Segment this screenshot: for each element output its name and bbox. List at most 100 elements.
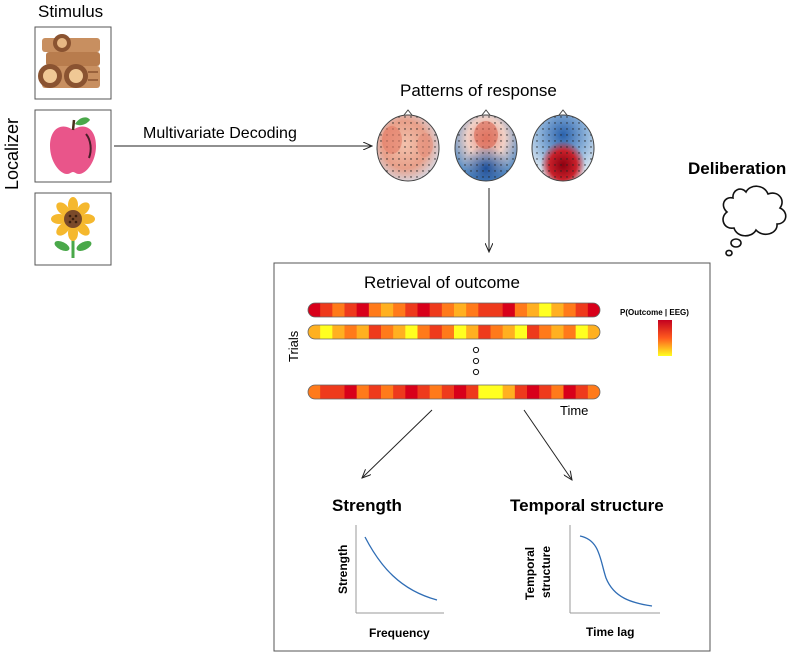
logs-icon: [38, 34, 100, 88]
heat-stripe: [368, 325, 382, 339]
heat-stripe: [356, 325, 370, 339]
decoding-label: Multivariate Decoding: [143, 125, 297, 142]
localizer-label: Localizer: [2, 118, 22, 190]
heat-stripe: [490, 303, 504, 317]
heat-stripe: [490, 325, 504, 339]
temporal-curve: [579, 535, 653, 607]
topomap-3: [531, 109, 595, 182]
strength-curve: [364, 536, 438, 601]
heat-stripe: [575, 303, 589, 317]
heat-stripe: [405, 385, 419, 399]
temporal-title: Temporal structure: [510, 496, 664, 515]
heat-stripe: [308, 385, 321, 399]
heat-stripe: [308, 325, 321, 339]
heat-stripe: [320, 385, 333, 399]
heat-stripe: [393, 303, 406, 317]
time-label: Time: [560, 403, 588, 418]
strength-plot: [355, 525, 444, 614]
heat-stripe: [466, 303, 479, 317]
heat-stripe: [356, 303, 370, 317]
heat-stripe: [381, 303, 394, 317]
heat-stripe: [587, 325, 600, 339]
heat-stripe: [405, 325, 419, 339]
heat-stripe: [417, 303, 431, 317]
topomap-1: [376, 109, 440, 182]
heat-stripe: [320, 303, 333, 317]
heat-stripe: [478, 325, 492, 339]
heat-stripe: [356, 385, 370, 399]
temporal-xlabel: Time lag: [586, 625, 634, 639]
colorbar-label: P(Outcome | EEG): [620, 308, 689, 317]
stimulus-sunflower: [34, 192, 112, 266]
strength-title: Strength: [332, 496, 402, 515]
heat-stripe: [478, 303, 492, 317]
to-temporal-arrow: [523, 409, 572, 480]
heat-stripe: [344, 385, 358, 399]
trials-label: Trials: [286, 330, 301, 362]
heat-stripe: [539, 385, 552, 399]
heat-stripe: [502, 303, 516, 317]
strength-xlabel: Frequency: [369, 626, 430, 640]
heat-stripe: [332, 385, 346, 399]
stimulus-logs: [34, 26, 112, 100]
heat-stripe: [429, 325, 443, 339]
heat-stripe: [563, 325, 577, 339]
temporal-ylabel-line2: structure: [539, 546, 553, 598]
heat-stripe: [381, 385, 394, 399]
heat-stripe: [368, 303, 382, 317]
heat-stripe: [527, 385, 540, 399]
deliberation-label: Deliberation: [688, 159, 786, 178]
temporal-plot: [569, 525, 660, 614]
heat-stripe: [368, 385, 382, 399]
heat-stripe: [563, 385, 577, 399]
to-strength-arrow: [362, 409, 433, 478]
heat-stripe: [502, 385, 516, 399]
heat-stripe: [551, 325, 565, 339]
topomap-2: [454, 109, 518, 182]
heat-stripe: [527, 325, 540, 339]
temporal-ylabel-line1: Temporal: [523, 547, 537, 600]
heat-stripe: [490, 385, 504, 399]
heat-stripe: [514, 385, 528, 399]
heat-stripe: [405, 303, 419, 317]
thought-cloud-icon: [722, 185, 787, 257]
heat-stripe: [539, 325, 552, 339]
heat-stripe: [441, 385, 455, 399]
heat-stripe: [429, 303, 443, 317]
heat-stripe: [393, 385, 406, 399]
heat-stripe: [454, 325, 467, 339]
heat-stripe: [478, 385, 492, 399]
heat-stripe: [466, 385, 479, 399]
heat-stripe: [381, 325, 394, 339]
heat-stripe: [551, 385, 565, 399]
heat-stripe: [514, 303, 528, 317]
trial-bar-1: [307, 302, 601, 318]
strength-ylabel: Strength: [336, 545, 350, 594]
heat-stripe: [417, 385, 431, 399]
trial-bar-3: [307, 384, 601, 400]
heat-stripe: [514, 325, 528, 339]
heat-stripe: [454, 303, 467, 317]
heat-stripe: [551, 303, 565, 317]
heat-stripe: [332, 325, 346, 339]
heat-stripe: [587, 303, 600, 317]
heat-stripe: [417, 325, 431, 339]
heat-stripe: [344, 303, 358, 317]
heat-stripe: [575, 325, 589, 339]
trial-bar-2: [307, 324, 601, 340]
heat-stripe: [466, 325, 479, 339]
retrieval-title: Retrieval of outcome: [364, 273, 520, 292]
heat-stripe: [344, 325, 358, 339]
stimulus-apple: [34, 109, 112, 183]
heat-stripe: [441, 303, 455, 317]
heat-stripe: [527, 303, 540, 317]
heat-stripe: [502, 325, 516, 339]
apple-icon: [50, 117, 96, 174]
patterns-title: Patterns of response: [400, 81, 557, 100]
retrieval-box: [273, 262, 711, 652]
heat-stripe: [563, 303, 577, 317]
stimulus-title: Stimulus: [38, 2, 103, 21]
trial-ellipsis: [472, 346, 480, 376]
colorbar: [658, 320, 672, 356]
sunflower-icon: [51, 197, 95, 258]
